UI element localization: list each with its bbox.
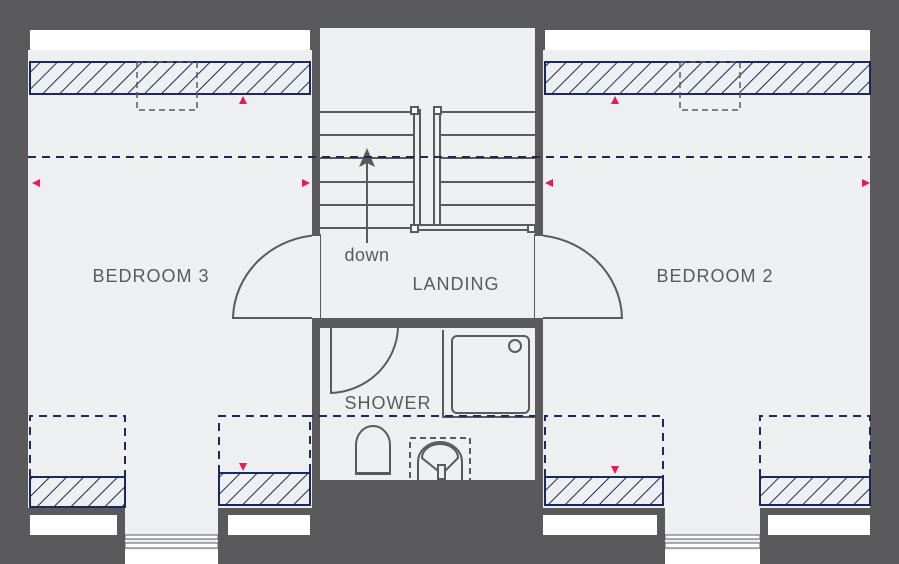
room-label-shower: SHOWER bbox=[345, 393, 432, 413]
measurement-markers bbox=[32, 96, 870, 474]
room-label-landing: LANDING bbox=[412, 274, 499, 294]
window bbox=[768, 515, 870, 535]
window bbox=[30, 515, 117, 535]
window bbox=[543, 515, 657, 535]
toilet-icon bbox=[355, 425, 391, 475]
restricted-height-zones bbox=[29, 61, 871, 508]
loft-hatch bbox=[136, 61, 198, 111]
eaves-left bbox=[30, 30, 310, 50]
loft-hatch bbox=[679, 61, 741, 111]
stairs-direction-label: down bbox=[344, 245, 389, 265]
room-label-bedroom-3: BEDROOM 3 bbox=[92, 266, 209, 286]
door-swing[interactable] bbox=[330, 327, 399, 395]
landing[interactable] bbox=[231, 28, 624, 319]
room-label-bedroom-2: BEDROOM 2 bbox=[656, 266, 773, 286]
basin-icon bbox=[409, 437, 471, 484]
window bbox=[228, 515, 310, 535]
wall bbox=[398, 318, 543, 328]
eaves-right bbox=[545, 30, 870, 50]
wall bbox=[312, 318, 330, 328]
ceiling-height-lines bbox=[28, 156, 871, 477]
